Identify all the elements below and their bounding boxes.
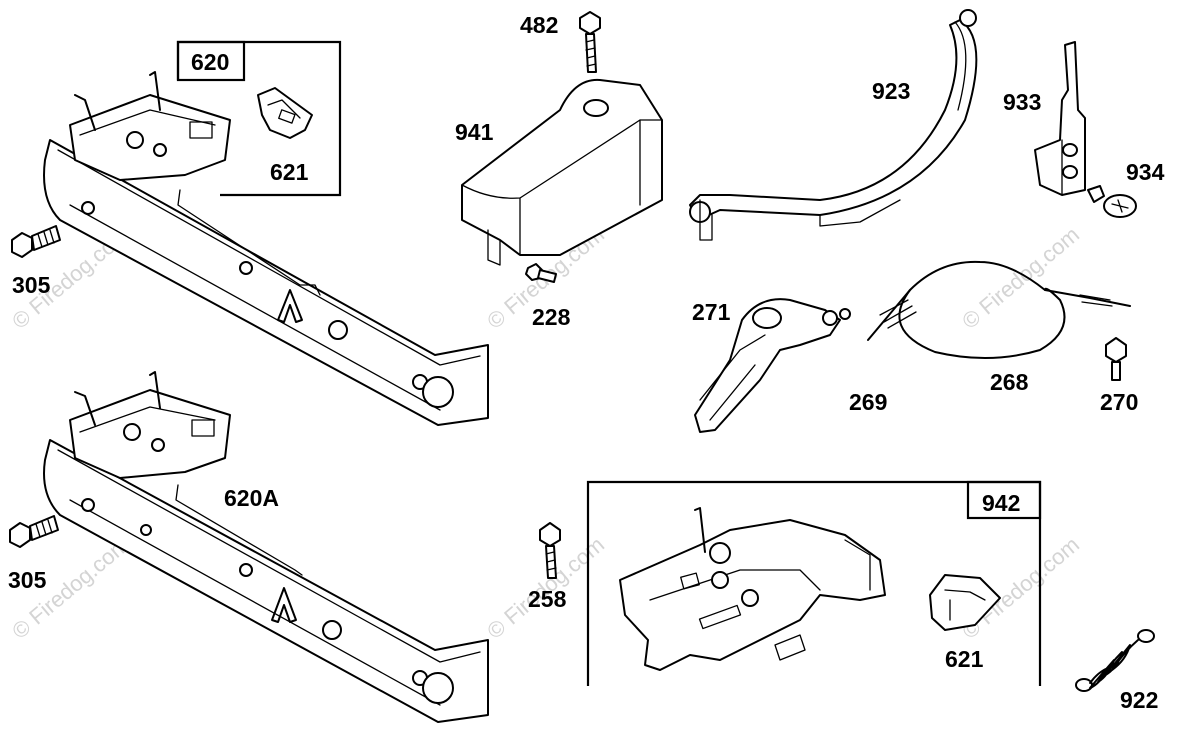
label-305-lower: 305 bbox=[8, 567, 47, 593]
label-305-top: 305 bbox=[12, 272, 51, 298]
inset-box-942 bbox=[586, 480, 1042, 686]
part-labels: 620 621 305 620A 305 482 941 228 923 933… bbox=[8, 12, 1165, 713]
label-270: 270 bbox=[1100, 389, 1138, 415]
label-942: 942 bbox=[982, 490, 1020, 516]
spring-922[interactable] bbox=[1075, 629, 1155, 692]
label-620: 620 bbox=[191, 49, 229, 75]
label-933: 933 bbox=[1003, 89, 1041, 115]
screw-934[interactable] bbox=[1087, 185, 1137, 218]
control-bracket-620A[interactable] bbox=[43, 371, 489, 723]
label-620A: 620A bbox=[224, 485, 279, 511]
control-lever-271[interactable] bbox=[694, 298, 851, 433]
label-271: 271 bbox=[692, 299, 731, 325]
label-922: 922 bbox=[1120, 687, 1158, 713]
inset-box-620 bbox=[176, 40, 342, 197]
screw-270[interactable] bbox=[1105, 337, 1127, 381]
label-941: 941 bbox=[455, 119, 494, 145]
label-621-lower: 621 bbox=[945, 646, 984, 672]
label-268: 268 bbox=[990, 369, 1029, 395]
label-482: 482 bbox=[520, 12, 558, 38]
label-621-top: 621 bbox=[270, 159, 309, 185]
clip-621-top[interactable] bbox=[257, 87, 313, 139]
bolt-258[interactable] bbox=[539, 522, 561, 579]
control-bracket-620[interactable] bbox=[43, 71, 489, 426]
label-258: 258 bbox=[528, 586, 567, 612]
bolt-305-lower[interactable] bbox=[9, 515, 59, 548]
air-cover-941[interactable] bbox=[461, 78, 663, 266]
control-assembly-942[interactable] bbox=[619, 507, 886, 671]
clip-621-lower[interactable] bbox=[929, 574, 1001, 631]
bolt-482[interactable] bbox=[579, 11, 601, 73]
bracket-933[interactable] bbox=[1034, 41, 1086, 196]
label-934: 934 bbox=[1126, 159, 1165, 185]
screw-228[interactable] bbox=[525, 263, 557, 283]
bolt-305-top[interactable] bbox=[11, 225, 61, 258]
brake-band-923[interactable] bbox=[689, 9, 978, 241]
label-269: 269 bbox=[849, 389, 887, 415]
cable-268[interactable] bbox=[867, 260, 1131, 360]
label-923: 923 bbox=[872, 78, 910, 104]
label-228: 228 bbox=[532, 304, 571, 330]
